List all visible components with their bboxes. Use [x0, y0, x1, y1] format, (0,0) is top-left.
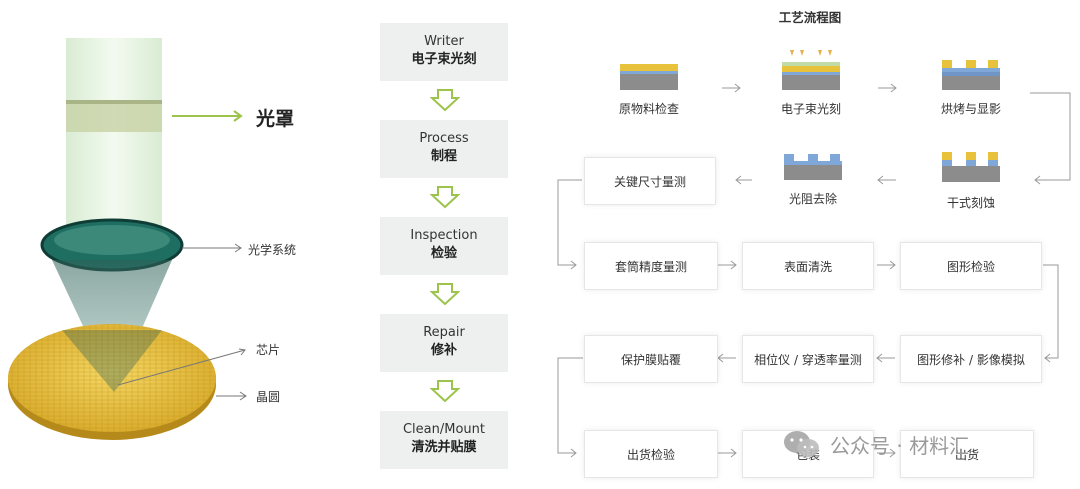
step-pattern-inspect: 图形检验	[900, 242, 1042, 290]
step-overlay-measure: 套筒精度量测	[584, 242, 718, 290]
wafer-label: 晶圆	[256, 390, 281, 404]
chip-pointer	[117, 349, 246, 386]
step-outgoing-inspect: 出货检验	[584, 430, 718, 478]
step-writer: Writer 电子束光刻	[380, 23, 508, 81]
dry-etch-layers-icon	[942, 152, 1000, 182]
step-cd-measure: 关键尺寸量测	[584, 157, 716, 205]
down-arrow-icon	[430, 283, 460, 306]
step-phase-transmission: 相位仪 / 穿透率量测	[742, 335, 874, 383]
process-title: 工艺流程图	[778, 10, 842, 25]
mask-label: 光罩	[256, 108, 295, 130]
resist-strip-layers-icon	[784, 154, 842, 180]
step-repair-aims: 图形修补 / 影像模拟	[900, 335, 1042, 383]
process-connectors	[557, 83, 1071, 458]
step-cn: 检验	[430, 246, 457, 261]
chip-label: 芯片	[256, 343, 281, 357]
step-dry-etch: 干式刻蚀	[946, 196, 995, 210]
step-process: Process 制程	[380, 120, 508, 178]
step-cn: 制程	[430, 149, 457, 164]
step-raw-material-check: 原物料检查	[618, 102, 679, 116]
down-arrow-icon	[430, 186, 460, 209]
step-inspection: Inspection 检验	[380, 217, 508, 275]
step-en: Writer	[424, 34, 464, 49]
e-beam-layers-icon	[782, 50, 840, 90]
optics-illustration	[8, 38, 247, 440]
watermark: 公众号 · 材料汇	[782, 428, 969, 460]
optics-label: 光学系统	[248, 243, 297, 257]
down-arrow-icon	[430, 380, 460, 403]
step-repair: Repair 修补	[380, 314, 508, 372]
step-surface-clean: 表面清洗	[742, 242, 874, 290]
step-cn: 修补	[430, 343, 457, 358]
raw-material-layers-icon	[620, 64, 678, 90]
step-pellicle-mount: 保护膜贴覆	[584, 335, 718, 383]
down-arrow-icon	[430, 89, 460, 112]
step-clean-mount: Clean/Mount 清洗并贴膜	[380, 411, 508, 469]
mask-plate	[66, 100, 162, 132]
wechat-icon	[784, 431, 819, 457]
light-beam	[66, 38, 162, 238]
step-en: Process	[419, 131, 469, 146]
step-en: Repair	[423, 325, 465, 340]
step-shipping: 出货	[900, 430, 1034, 478]
step-cn: 电子束光刻	[411, 52, 477, 67]
develop-layers-icon	[942, 60, 1000, 90]
step-resist-strip: 光阻去除	[788, 192, 837, 206]
step-en: Inspection	[410, 228, 478, 243]
step-cn: 清洗并贴膜	[411, 440, 477, 455]
step-bake-develop: 烘烤与显影	[940, 102, 1001, 116]
step-en: Clean/Mount	[402, 422, 486, 437]
step-e-beam-litho: 电子束光刻	[780, 102, 841, 116]
watermark-text: 公众号 · 材料汇	[830, 433, 970, 458]
